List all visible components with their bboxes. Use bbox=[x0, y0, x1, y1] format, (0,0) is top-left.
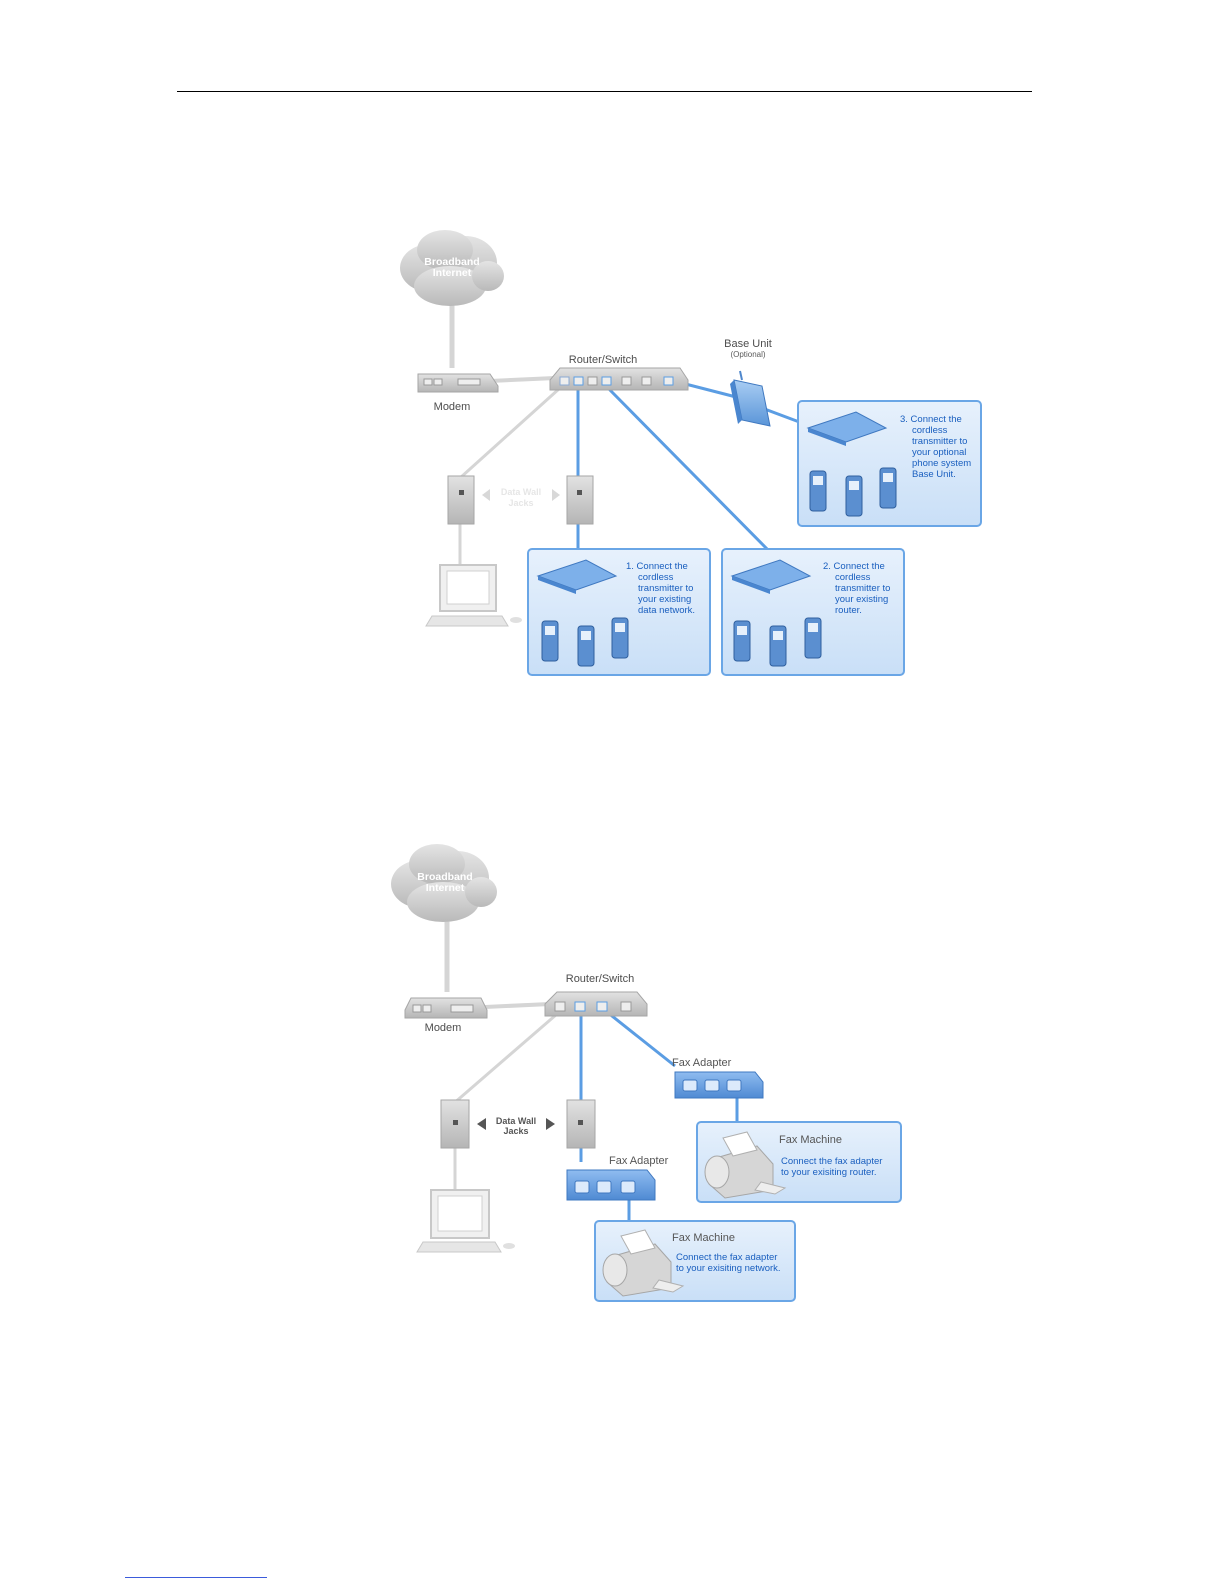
panel1-line3: transmitter to bbox=[638, 583, 693, 594]
wall-jack-left-icon bbox=[447, 475, 475, 525]
panel2-line3: transmitter to bbox=[835, 583, 890, 594]
modem-label: Modem bbox=[434, 401, 471, 413]
wall-jack-left-icon bbox=[440, 1099, 470, 1149]
grey-cables bbox=[449, 298, 562, 568]
cordless-transmitter-icon bbox=[806, 411, 888, 446]
handset-icons bbox=[809, 467, 897, 517]
fax-top-desc-line2: to your exisiting router. bbox=[781, 1167, 877, 1178]
panel-1: 1. Connect the cordless transmitter to y… bbox=[527, 548, 711, 676]
panel1-line5: data network. bbox=[638, 605, 695, 616]
computer-icon bbox=[425, 564, 522, 627]
blue-cables bbox=[576, 378, 803, 573]
double-arrow-icon bbox=[482, 489, 560, 501]
panel2-line2: cordless bbox=[835, 572, 871, 583]
wall-jacks-label-line2: Jacks bbox=[503, 1126, 528, 1136]
footer-link-rule bbox=[125, 1577, 267, 1578]
router-label: Router/Switch bbox=[566, 973, 634, 985]
panel1-line2: cordless bbox=[638, 572, 674, 583]
double-arrow-icon bbox=[477, 1118, 555, 1130]
router-switch-icon bbox=[544, 991, 648, 1017]
fax-adapter-bottom-label: Fax Adapter bbox=[609, 1155, 669, 1167]
modem-icon bbox=[404, 997, 488, 1019]
handset-icons bbox=[541, 617, 629, 667]
broadband-cloud-icon bbox=[391, 844, 497, 922]
panel3-line5: phone system bbox=[912, 458, 971, 469]
base-unit-label: Base Unit bbox=[724, 338, 772, 350]
fax-top-desc-line1: Connect the fax adapter bbox=[781, 1156, 882, 1167]
panel1-line1: 1. Connect the bbox=[626, 561, 688, 572]
cloud-label-line1: Broadband bbox=[424, 256, 479, 268]
base-unit-icon bbox=[730, 370, 771, 427]
panel3-line3: transmitter to bbox=[912, 436, 967, 447]
fax-adapter-top-icon bbox=[674, 1071, 764, 1099]
fax-machine-bottom-panel: Fax Machine Connect the fax adapter to y… bbox=[594, 1220, 796, 1302]
fax-machine-icon bbox=[704, 1131, 787, 1199]
cordless-phone-network-diagram: Broadband Internet Modem Router/Switch B… bbox=[390, 228, 990, 680]
modem-label: Modem bbox=[425, 1022, 462, 1034]
modem-icon bbox=[417, 373, 499, 393]
router-switch-icon bbox=[549, 367, 689, 391]
panel3-line1: 3. Connect the bbox=[900, 414, 962, 425]
grey-cables bbox=[444, 917, 558, 1192]
broadband-cloud-icon bbox=[400, 230, 504, 306]
cloud-label-line2: Internet bbox=[433, 267, 472, 279]
fax-adapter-network-diagram: Broadband Internet Modem Router/Switch D… bbox=[385, 842, 915, 1308]
panel-2: 2. Connect the cordless transmitter to y… bbox=[721, 548, 905, 676]
fax-machine-bottom-label: Fax Machine bbox=[672, 1232, 735, 1244]
wall-jacks-label-line1: Data Wall bbox=[496, 1116, 536, 1126]
panel2-line1: 2. Connect the bbox=[823, 561, 885, 572]
fax-machine-top-panel: Fax Machine Connect the fax adapter to y… bbox=[696, 1121, 902, 1203]
fax-adapter-bottom-icon bbox=[566, 1169, 656, 1201]
wall-jack-right-icon bbox=[566, 1099, 596, 1149]
wall-jacks-label-line1: Data Wall bbox=[501, 487, 541, 497]
panel3-line2: cordless bbox=[912, 425, 948, 436]
panel-3: 3. Connect the cordless transmitter to y… bbox=[797, 400, 982, 527]
header-rule bbox=[177, 91, 1032, 92]
base-unit-sublabel: (Optional) bbox=[730, 350, 765, 359]
cloud-label-line1: Broadband bbox=[417, 871, 472, 883]
fax-bottom-desc-line2: to your exisiting network. bbox=[676, 1263, 781, 1274]
cordless-transmitter-icon bbox=[730, 559, 812, 594]
wall-jacks-label-line2: Jacks bbox=[508, 498, 533, 508]
fax-adapter-top-label: Fax Adapter bbox=[672, 1057, 732, 1069]
fax-machine-top-label: Fax Machine bbox=[779, 1134, 842, 1146]
cloud-label-line2: Internet bbox=[426, 882, 465, 894]
computer-icon bbox=[416, 1189, 515, 1253]
router-label: Router/Switch bbox=[569, 354, 637, 366]
cordless-transmitter-icon bbox=[536, 559, 618, 594]
panel3-line6: Base Unit. bbox=[912, 469, 956, 480]
panel1-line4: your existing bbox=[638, 594, 691, 605]
panel3-line4: your optional bbox=[912, 447, 966, 458]
panel2-line4: your existing bbox=[835, 594, 888, 605]
fax-bottom-desc-line1: Connect the fax adapter bbox=[676, 1252, 777, 1263]
handset-icons bbox=[733, 617, 822, 667]
fax-machine-icon bbox=[602, 1229, 685, 1297]
blue-cables bbox=[579, 1010, 739, 1222]
wall-jack-right-icon bbox=[566, 475, 594, 525]
panel2-line5: router. bbox=[835, 605, 862, 616]
